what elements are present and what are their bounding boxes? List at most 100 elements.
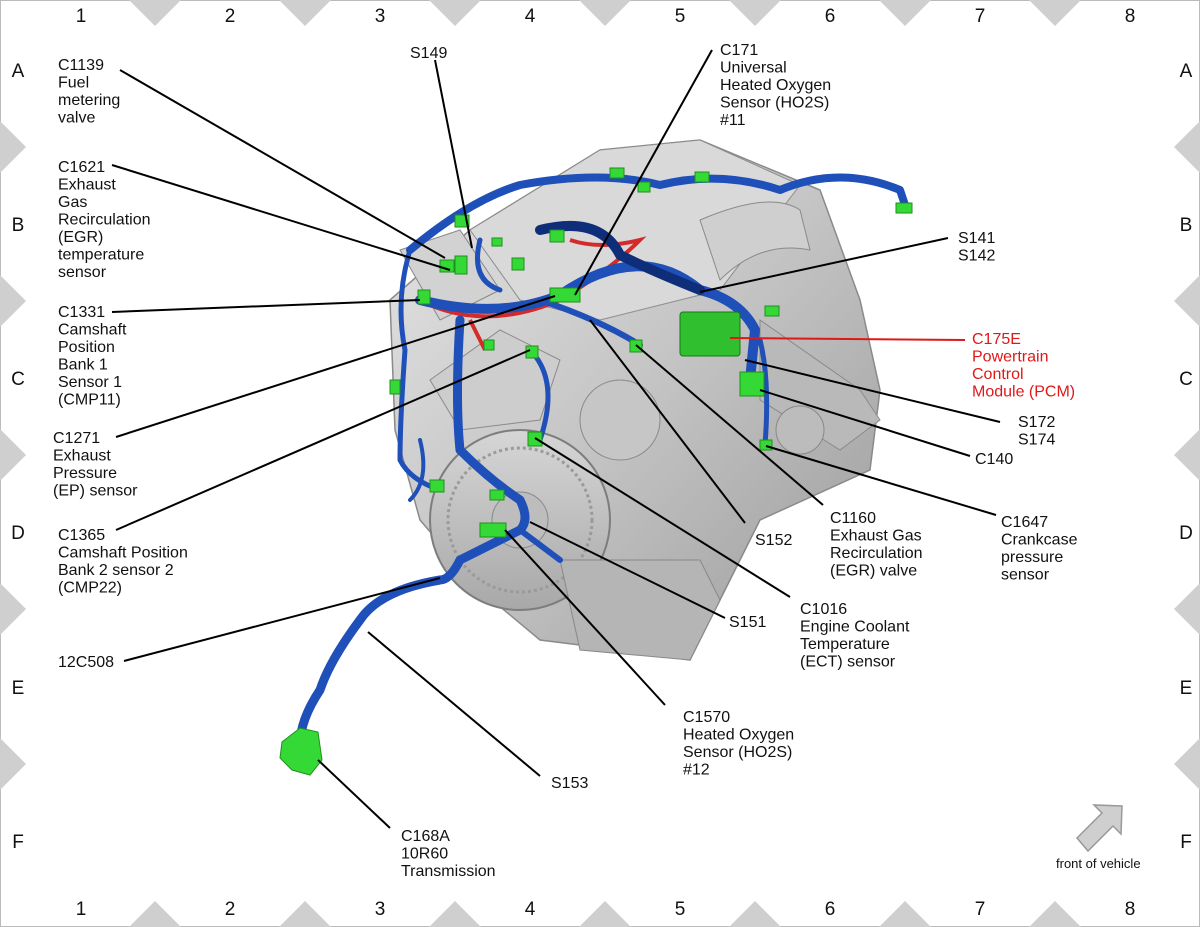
connector-misc-12 [483,339,495,351]
callout-line: Engine Coolant [800,619,910,636]
wiring-harness [295,173,909,750]
callout-line: Bank 1 [58,357,108,374]
callout-line: Heated Oxygen [720,77,831,94]
callout-line: C1647 [1001,514,1048,531]
callout-line: Camshaft [58,322,127,339]
callout-line: C1570 [683,709,730,726]
leader-12c508 [123,577,441,662]
connector-c1139 [439,259,455,273]
leader-c171 [574,49,713,296]
grid-row-label: D [1179,523,1193,544]
callout-c140: C140 [975,451,1013,468]
grid-marker-bottom [579,901,631,927]
connector-misc-5 [637,181,651,193]
callout-line: C140 [975,451,1013,468]
grid-column-label: 3 [375,6,386,27]
grid-column-label: 2 [225,899,236,920]
callout-line: Universal [720,60,787,77]
grid-column-label: 1 [76,899,87,920]
callout-s152: S152 [755,532,792,549]
leader-c168a [317,759,391,829]
leader-c1160 [635,344,824,506]
grid-marker-left [0,738,26,790]
connector-misc-7 [491,237,503,247]
callout-line: #12 [683,762,710,779]
callout-line: metering [58,92,120,109]
grid-column-label: 6 [825,899,836,920]
connector-c1621 [454,255,468,275]
callout-line: valve [58,110,95,127]
callout-s149: S149 [410,45,447,62]
callout-line: (CMP11) [58,392,121,409]
callout-line: Fuel [58,75,89,92]
callout-line: S153 [551,775,588,792]
callout-line: S142 [958,248,995,265]
callout-line: 10R60 [401,846,448,863]
connector-misc-2 [549,229,565,243]
grid-row-label: F [12,832,24,853]
callout-line: S174 [1018,432,1055,449]
callout-line: S151 [729,614,766,631]
leader-lines [111,49,1001,829]
grid-marker-top [429,0,481,26]
grid-marker-left [0,275,26,327]
callout-line: Exhaust Gas [830,528,922,545]
leader-s172 [744,359,1001,423]
grid-column-label: 1 [76,6,87,27]
connector-c1570 [479,522,507,538]
leader-c1331 [111,299,421,313]
grid-marker-top [279,0,331,26]
callout-line: C1160 [830,510,876,527]
connector-misc-4 [694,171,710,183]
callout-line: Module (PCM) [972,384,1075,401]
grid-marker-bottom [729,901,781,927]
callout-line: #11 [720,112,746,129]
front-arrow-icon [1075,804,1123,853]
callout-line: C1365 [58,527,105,544]
grid-column-label: 4 [525,6,536,27]
grid-marker-left [0,121,26,173]
grid-marker-top [729,0,781,26]
callout-line: C1016 [800,601,847,618]
grid-marker-top [1029,0,1081,26]
callout-line: sensor [1001,567,1050,584]
callout-s153: S153 [551,775,588,792]
callout-line: Control [972,366,1024,383]
callout-line: C1271 [53,430,100,447]
callout-line: Recirculation [830,545,922,562]
connector-misc-3 [609,167,625,179]
leader-s151 [529,521,726,619]
callout-line: S172 [1018,414,1055,431]
callout-line: C171 [720,42,758,59]
leader-c175e [729,337,966,341]
callout-line: S152 [755,532,792,549]
grid-row-label: C [1179,369,1193,390]
connector-c1331 [417,289,431,305]
front-of-vehicle-indicator: front of vehicle [1056,804,1141,871]
callout-line: C175E [972,331,1021,348]
grid-marker-right [1174,275,1200,327]
connector-misc-11 [489,489,505,501]
grid-marker-right [1174,738,1200,790]
grid-row-label: A [12,61,25,82]
callout-line: Camshaft Position [58,545,188,562]
callout-line: Sensor 1 [58,374,122,391]
connector-misc-10 [429,479,445,493]
connector-misc-9 [389,379,401,395]
grid-column-label: 5 [675,6,686,27]
grid-marker-top [579,0,631,26]
connector-misc-6 [895,202,913,214]
grid-row-label: E [12,678,25,699]
grid-marker-bottom [129,901,181,927]
grid-marker-right [1174,429,1200,481]
grid-row-label: D [11,523,25,544]
